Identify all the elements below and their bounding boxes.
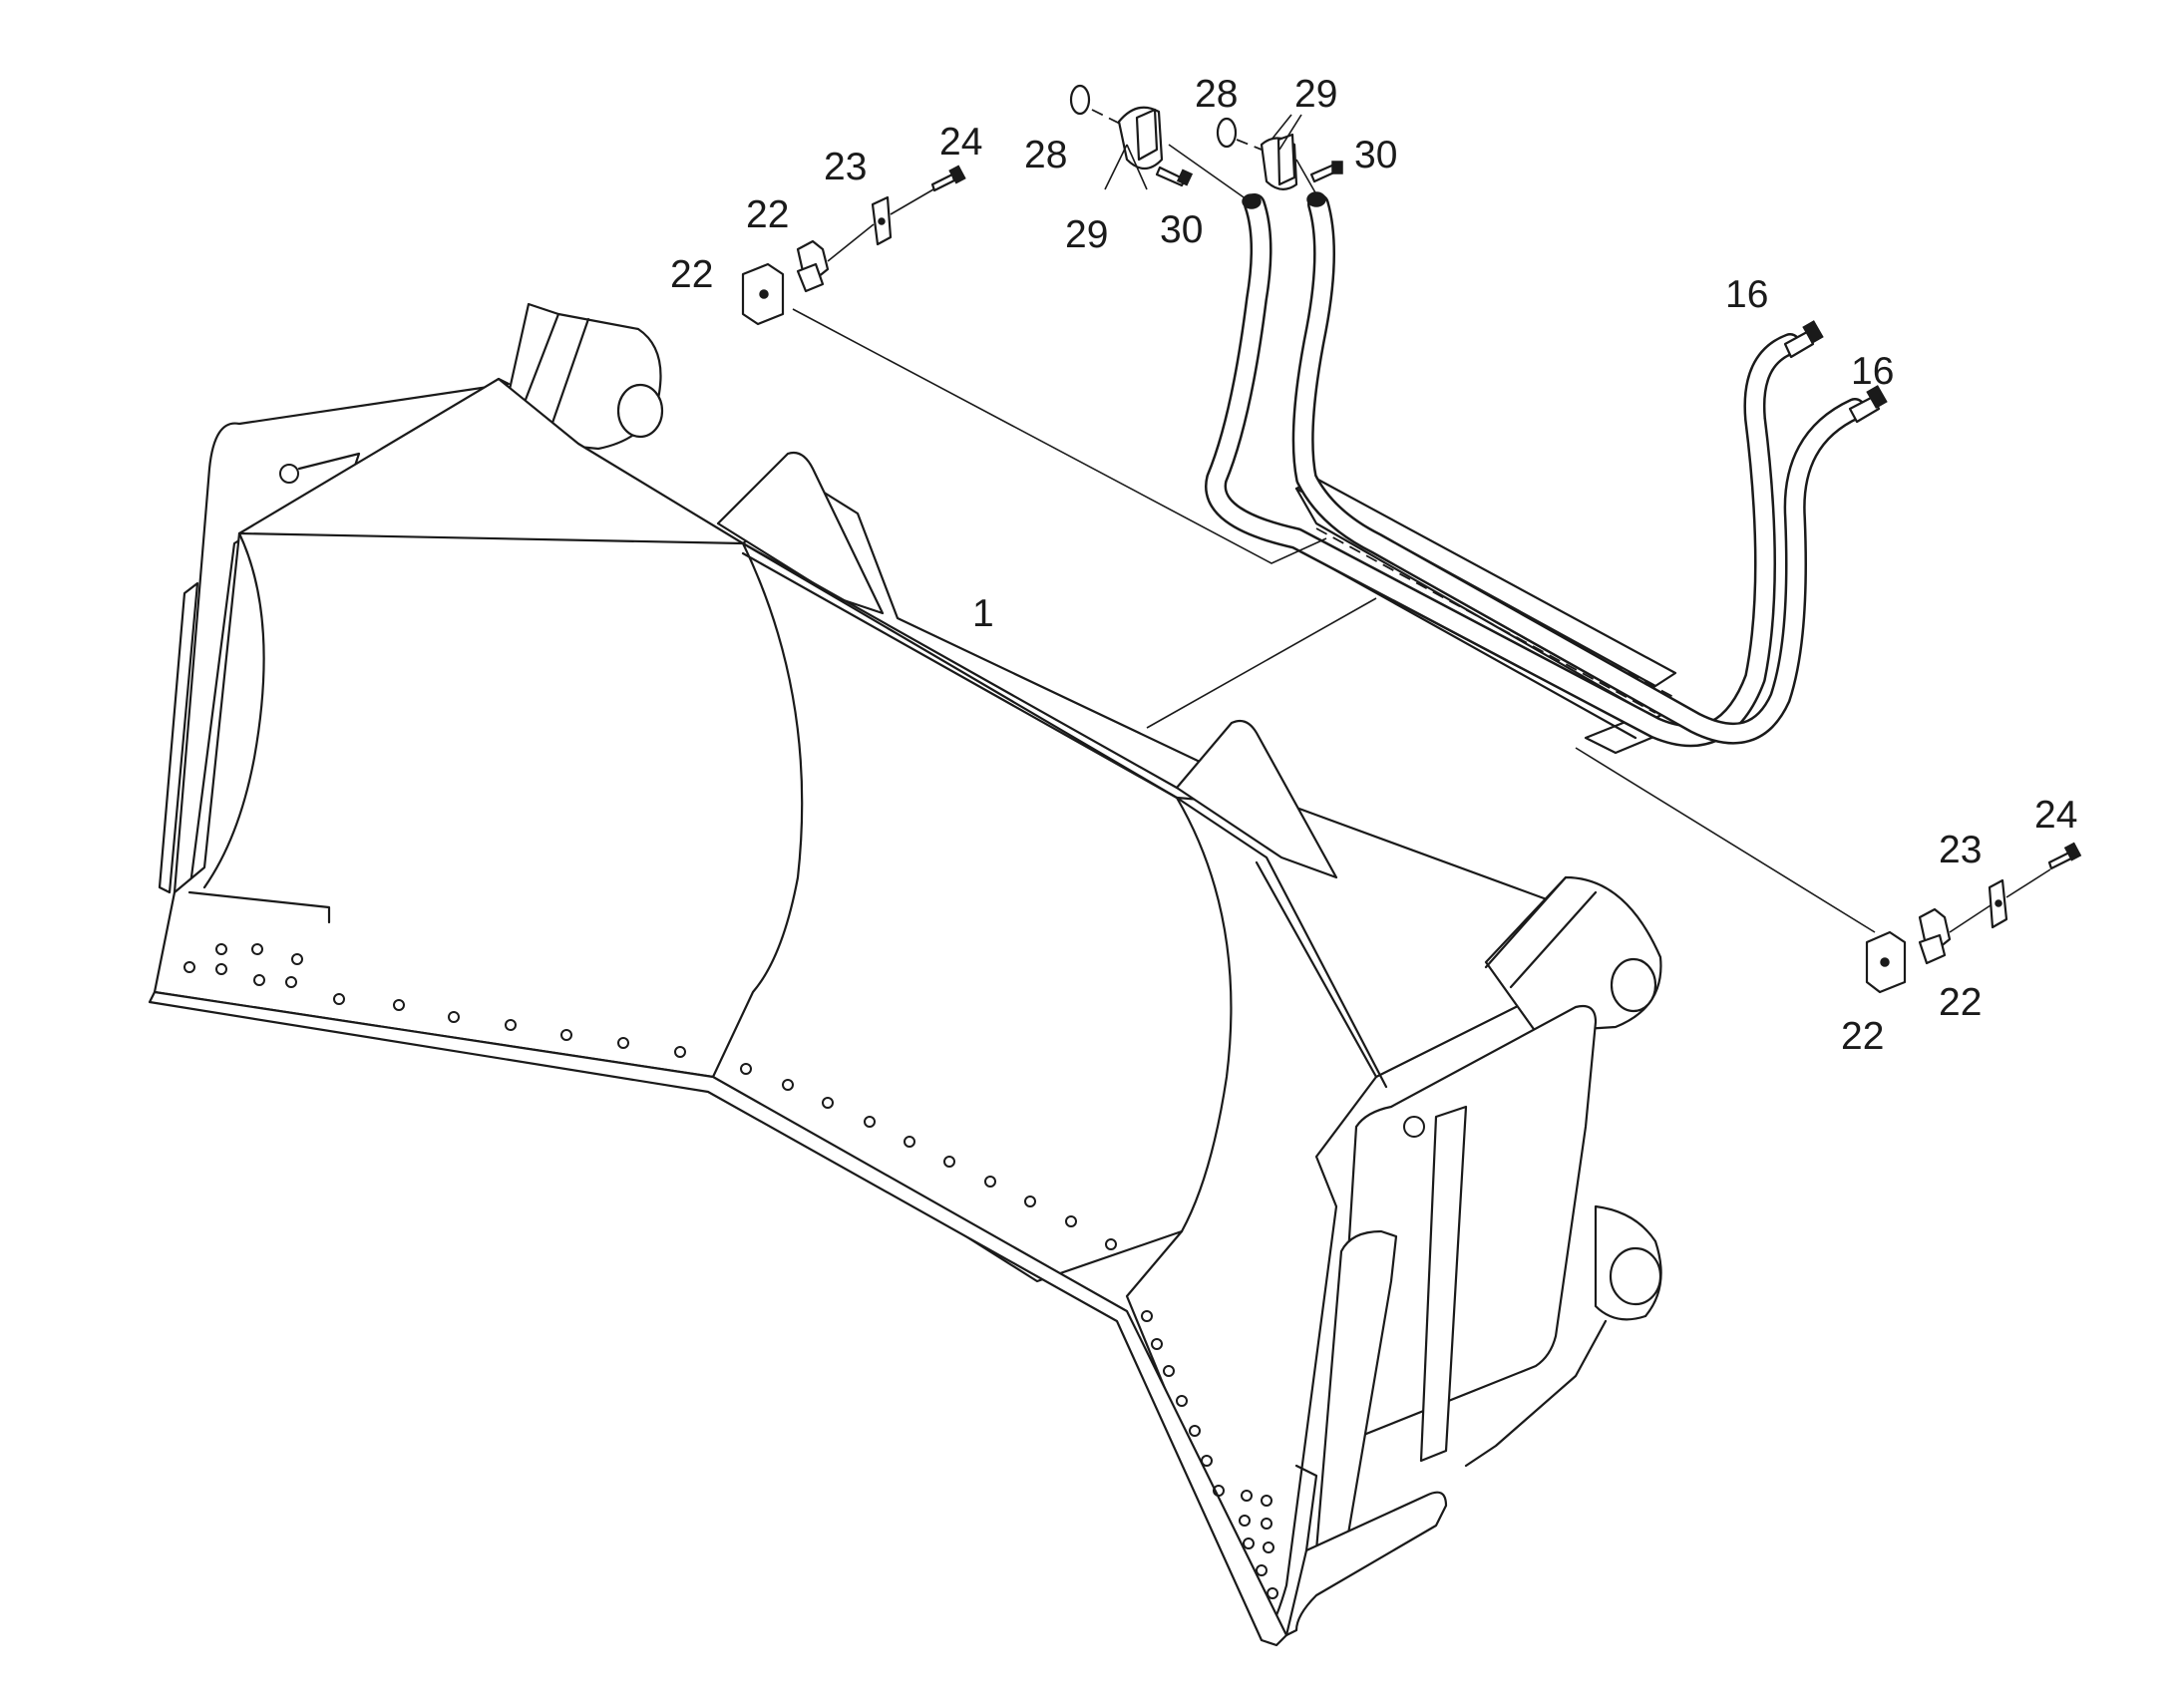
clamp-set-right — [1865, 842, 2082, 994]
callout-24-left: 24 — [939, 121, 982, 164]
callout-29-right: 29 — [1294, 73, 1337, 116]
bolt-holes-right — [1141, 1310, 1278, 1599]
callout-1: 1 — [972, 592, 994, 635]
leader-lines — [792, 114, 1876, 933]
flange-assembly — [1069, 84, 1343, 209]
clamp-set-left — [741, 165, 966, 326]
callout-22-left-lower: 22 — [670, 253, 713, 296]
bolt-holes-left — [183, 943, 686, 1058]
callout-30-left: 30 — [1160, 208, 1203, 251]
callout-28-left: 28 — [1024, 134, 1067, 176]
hydraulic-hoses — [1205, 193, 1866, 748]
callout-28-right: 28 — [1195, 73, 1238, 116]
callout-16-lower: 16 — [1851, 350, 1894, 393]
callout-22-left-upper: 22 — [746, 193, 789, 236]
bolt-holes-middle — [740, 1063, 1117, 1250]
hose-fittings-16 — [1783, 320, 1888, 424]
callout-29-left: 29 — [1065, 213, 1108, 256]
callout-23-right: 23 — [1939, 829, 1982, 871]
dozer-blade — [148, 302, 1662, 1647]
callout-24-right: 24 — [2034, 794, 2077, 837]
callout-23-left: 23 — [824, 146, 867, 188]
callout-16-upper: 16 — [1725, 273, 1768, 316]
callout-labels: 1 16 16 22 22 22 22 23 23 24 24 28 28 29… — [670, 73, 2077, 1058]
callout-30-right: 30 — [1354, 134, 1397, 176]
callout-22-right-upper: 22 — [1939, 981, 1982, 1024]
callout-22-right-lower: 22 — [1841, 1015, 1884, 1058]
